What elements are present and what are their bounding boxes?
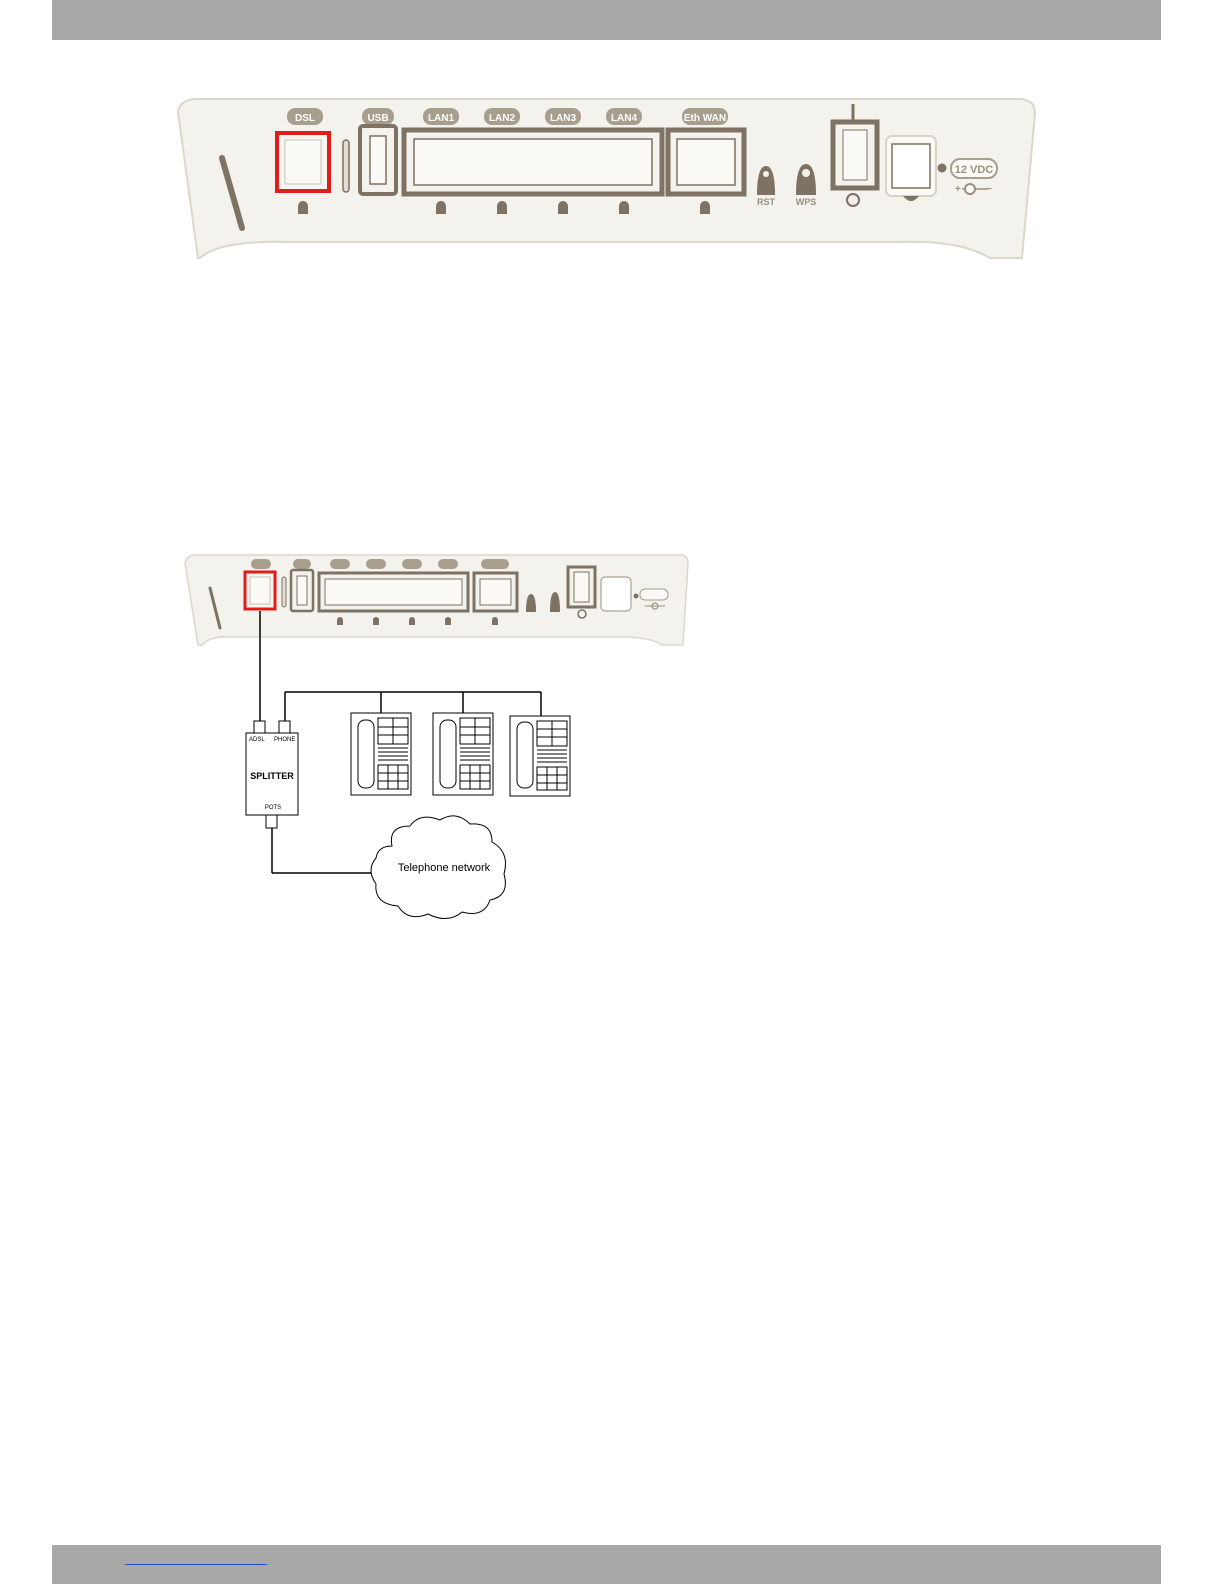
svg-text:PHONE: PHONE — [274, 737, 295, 743]
telephone-icon — [351, 713, 411, 795]
footer-link[interactable] — [125, 1550, 267, 1565]
telephone-icon — [510, 716, 570, 796]
connection-diagram: ADSL PHONE SPLITTER POTS — [0, 0, 1224, 1000]
telephone-icon — [433, 713, 493, 795]
telephone-network-cloud: Telephone network — [371, 816, 506, 919]
svg-text:POTS: POTS — [265, 805, 281, 811]
svg-text:SPLITTER: SPLITTER — [250, 771, 294, 781]
svg-text:ADSL: ADSL — [249, 737, 265, 743]
svg-text:Telephone network: Telephone network — [398, 862, 491, 874]
